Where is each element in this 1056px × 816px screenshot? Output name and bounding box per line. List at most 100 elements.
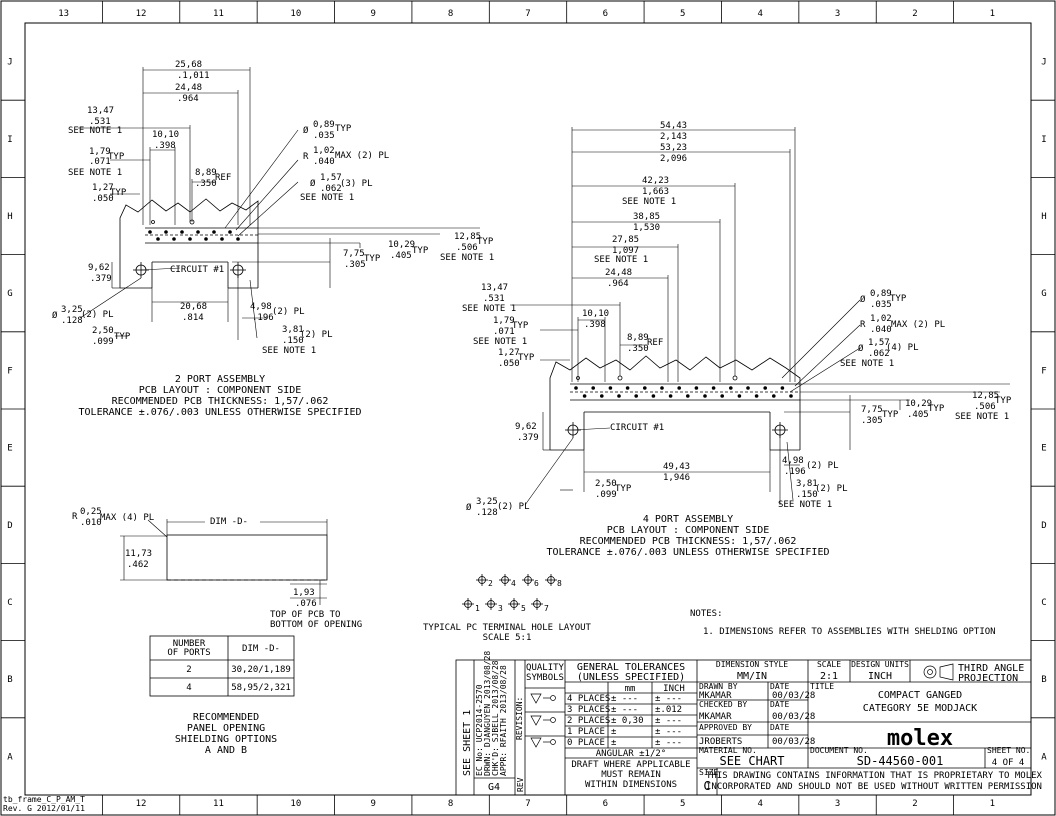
pin-pad: [780, 386, 785, 390]
four-port-dim-lines: [510, 127, 1010, 506]
dim-4p-7-75: 7,75: [861, 405, 883, 415]
pin-pad: [746, 386, 750, 390]
dim-2p-25-68: 25,68: [175, 60, 202, 70]
two-port-outline: [119, 198, 259, 289]
dim-4p-196: .196: [784, 467, 806, 477]
dim-2p-405: .405: [390, 251, 412, 261]
dim-2p-2pl: (2) PL: [300, 330, 333, 340]
dim-4p-040: .040: [870, 325, 892, 335]
zone-label: H: [7, 212, 12, 222]
zone-label: E: [7, 444, 12, 454]
note-ref: SEE NOTE 1: [262, 346, 316, 356]
dim-4p-1-57: 1,57: [868, 338, 890, 348]
dim-4p-typ: TYP: [518, 353, 535, 363]
zone-label: 2: [912, 9, 917, 19]
checked-date: 00/03/28: [772, 712, 815, 722]
tol-row-mm: ±: [611, 727, 617, 737]
dim-2p-531: .531: [89, 117, 111, 127]
pin-pad: [720, 394, 724, 398]
zone-label: 6: [603, 9, 608, 19]
note-ref: SEE NOTE 1: [68, 168, 122, 178]
pin-pad: [643, 386, 647, 390]
diameter-symbol: Ø: [303, 125, 309, 136]
date-label: DATE: [770, 723, 789, 732]
dim-4p-typ: TYP: [615, 484, 632, 494]
proprietary-note: INCORPORATED AND SHOULD NOT BE USED WITH…: [706, 782, 1042, 792]
caption-line: PCB LAYOUT : COMPONENT SIDE: [139, 385, 302, 396]
dim-d-label: DIM -D-: [210, 517, 248, 527]
zone-label: 8: [448, 9, 453, 19]
dim-2p-814: .814: [182, 313, 204, 323]
dim-2p-typ: TYP: [108, 152, 125, 162]
two-port-caption: 2 PORT ASSEMBLY PCB LAYOUT : COMPONENT S…: [79, 374, 362, 418]
dim-2p-379: .379: [90, 274, 112, 284]
drawing-title: COMPACT GANGED: [878, 690, 962, 701]
pin-pad: [763, 386, 767, 390]
tol-row-inch: ±.012: [655, 705, 682, 715]
pin-pad: [668, 394, 673, 398]
dim-2p-typ: TYP: [114, 332, 131, 342]
dim-style: MM/IN: [737, 671, 767, 682]
frame-note: tb_frame_C_P_AM_T: [3, 795, 85, 804]
proprietary-note: THIS DRAWING CONTAINS INFORMATION THAT I…: [706, 771, 1043, 781]
dim-2p-8-89: 8,89: [195, 168, 217, 178]
pin-pad: [582, 394, 587, 398]
dim-2p-1-57: 1,57: [320, 173, 342, 183]
dim-2p-305: .305: [344, 260, 366, 270]
zone-label: J: [7, 58, 12, 68]
pin-label: 5: [521, 604, 526, 613]
tol-row-mm: ± 0,30: [611, 716, 644, 726]
tol-row-label: 0 PLACE: [567, 738, 605, 748]
table-header: DIM -D-: [242, 644, 280, 654]
pin-pad: [737, 394, 742, 398]
diameter-symbol: Ø: [860, 294, 866, 305]
diameter-symbol: Ø: [310, 178, 316, 189]
note-item: 1. DIMENSIONS REFER TO ASSEMBLIES WITH S…: [703, 627, 996, 637]
dim-2p-128: .128: [61, 316, 83, 326]
note-ref: SEE NOTE 1: [594, 255, 648, 265]
doc-label: DOCUMENT NO.: [810, 746, 868, 755]
caption-line: SCALE 5:1: [483, 633, 532, 643]
zone-label: 12: [136, 799, 147, 809]
four-port-outline: [549, 355, 801, 451]
dim-2p-506: .506: [456, 243, 478, 253]
scale-label: SCALE: [817, 660, 841, 669]
zone-label: C: [7, 598, 12, 608]
zone-label: 1: [990, 9, 995, 19]
zone-label: 7: [525, 9, 530, 19]
dim-4p-128: .128: [476, 508, 498, 518]
note-ref: SEE NOTE 1: [622, 197, 676, 207]
zone-label: 9: [371, 9, 376, 19]
dim-4p-1-097: 1,097: [612, 246, 639, 256]
circuit-label: CIRCUIT #1: [610, 423, 664, 433]
pin-label: 4: [511, 579, 516, 588]
pin-pad: [686, 394, 690, 398]
dim-2p-196: .196: [252, 313, 274, 323]
dim-4p-2-50: 2,50: [595, 479, 617, 489]
caption-line: TYPICAL PC TERMINAL HOLE LAYOUT: [423, 623, 592, 633]
pin-pad: [660, 386, 664, 390]
table-cell: 30,20/1,189: [231, 665, 291, 675]
dim-2p-typ: TYP: [477, 237, 494, 247]
size-value: C: [703, 779, 710, 793]
dim-2p-2-50: 2,50: [92, 326, 114, 336]
pin-pad: [754, 394, 759, 398]
frame-rev: Rev. G 2012/01/11: [3, 804, 85, 813]
dim-4p-2pl: (2) PL: [806, 461, 839, 471]
dim-panel-max: MAX (4) PL: [100, 513, 154, 523]
quality-label: QUALITY: [526, 663, 565, 673]
drawing-title: CATEGORY 5E MODJACK: [863, 703, 977, 714]
dim-4p-9-62: 9,62: [515, 422, 537, 432]
zone-label: 4: [757, 9, 762, 19]
dim-4p-8-89: 8,89: [627, 333, 649, 343]
four-port-pins: [574, 386, 793, 398]
dim-4p-typ: TYP: [928, 404, 945, 414]
table-header: OF PORTS: [167, 648, 210, 658]
radius-symbol: R: [72, 512, 78, 522]
panel-note: BOTTOM OF OPENING: [270, 620, 362, 630]
dim-2p-typ: TYP: [335, 124, 352, 134]
dim-4p-12-85: 12,85: [972, 391, 999, 401]
dim-2p-24-48: 24,48: [175, 83, 202, 93]
dim-4p-150: .150: [796, 490, 818, 500]
